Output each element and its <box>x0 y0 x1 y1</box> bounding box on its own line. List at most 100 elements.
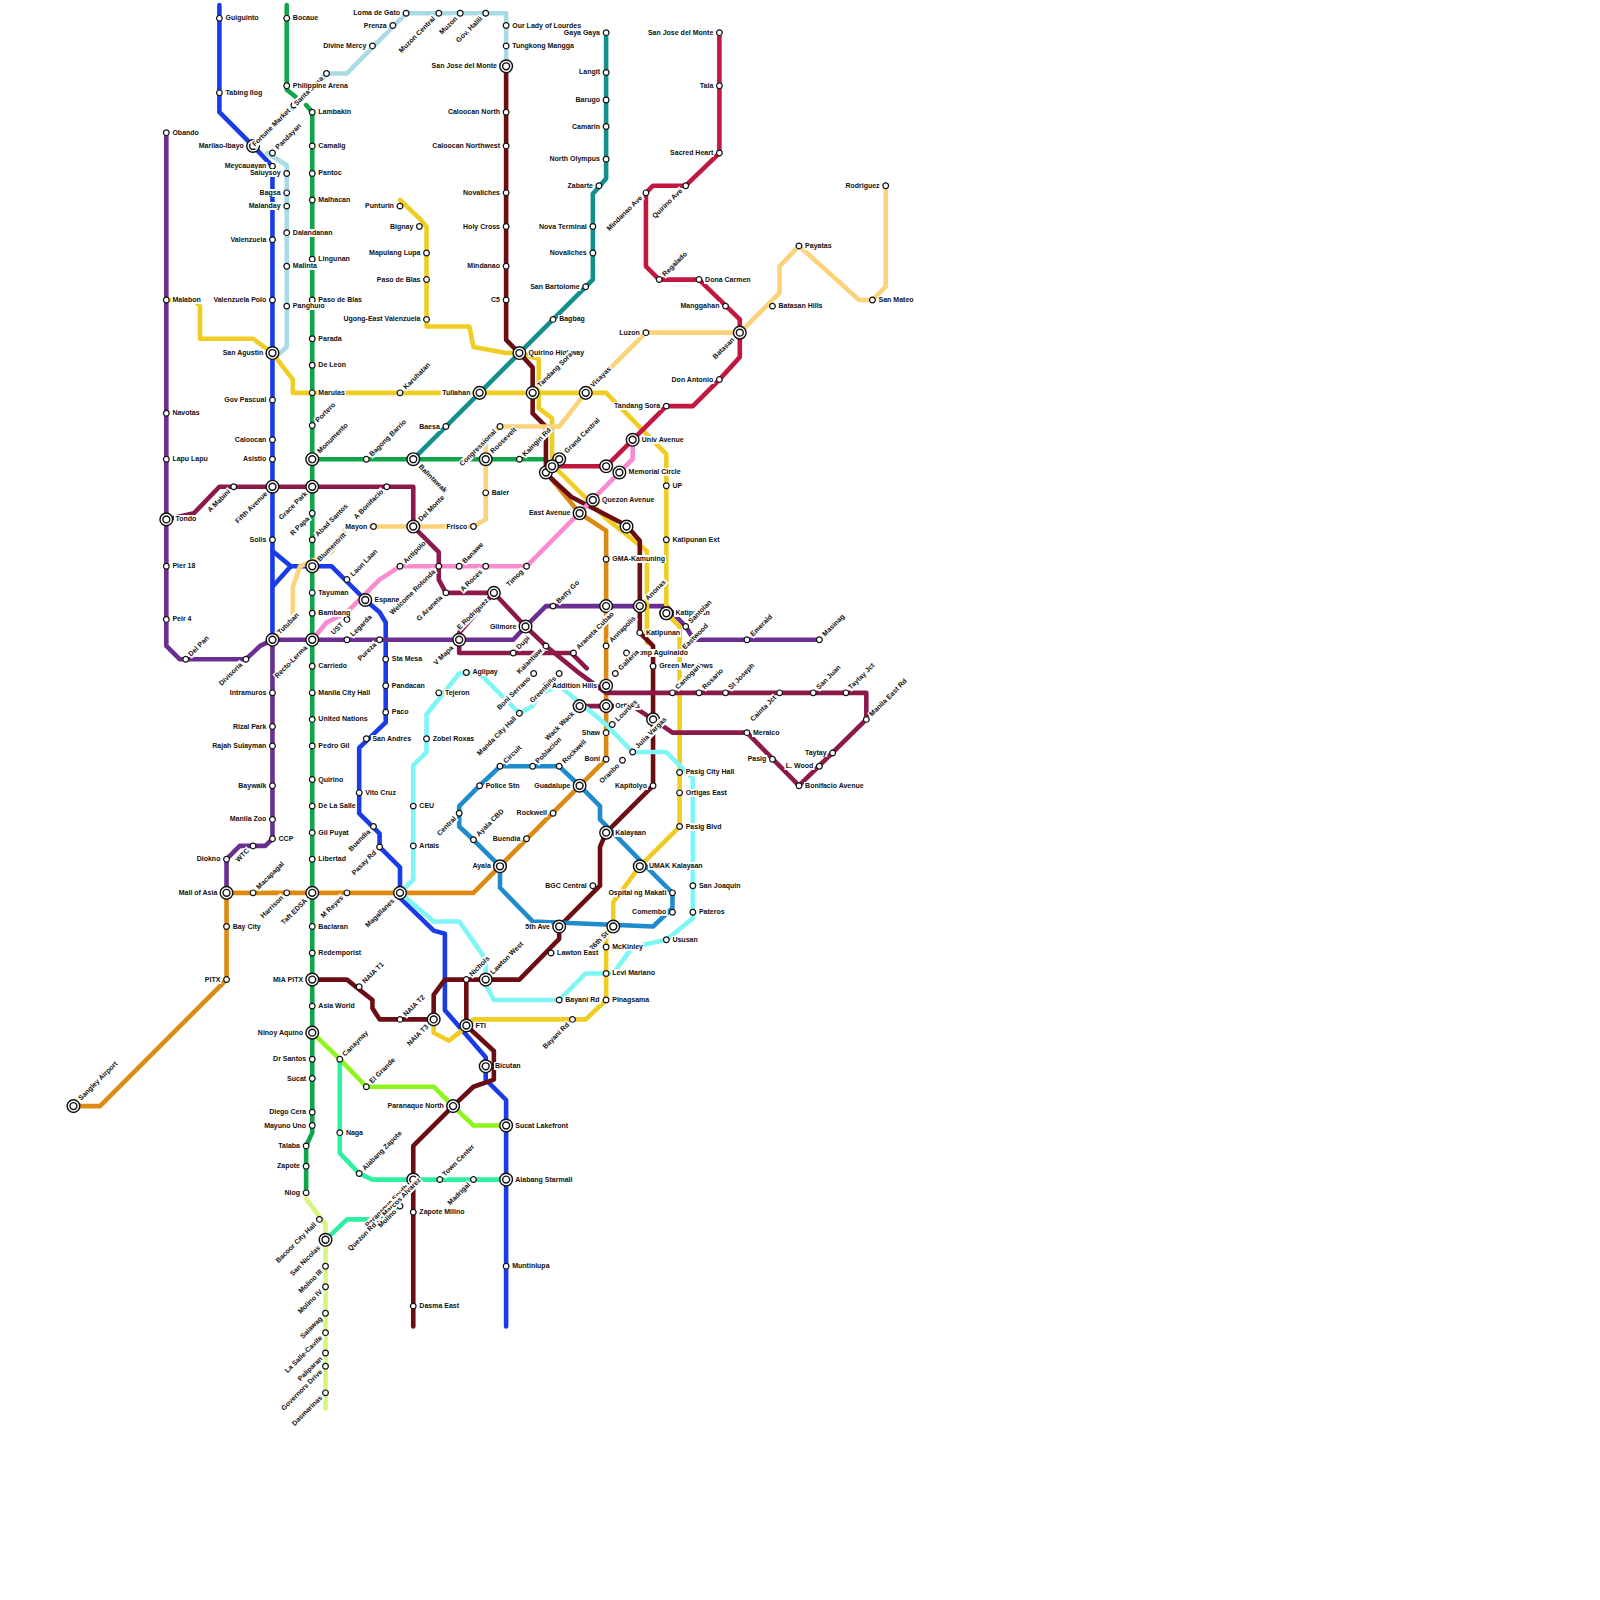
station-label: UP <box>671 482 683 490</box>
interchange-ring <box>616 469 623 476</box>
station-symbol <box>777 690 783 696</box>
transit-line <box>413 33 606 460</box>
station-label: Bonifacio Avenue <box>804 782 865 790</box>
station-dot <box>270 724 276 730</box>
station-dot <box>437 1177 443 1183</box>
station-dot <box>500 1119 513 1132</box>
station-label: UMAK Kalayaan <box>648 862 704 870</box>
interchange-ring <box>603 603 610 610</box>
station-symbol <box>447 1100 460 1113</box>
station-label: Pateros <box>698 908 726 916</box>
station-label: Mayuno Uno <box>263 1122 307 1130</box>
station-symbol <box>503 297 509 303</box>
station-dot <box>309 423 315 429</box>
station-symbol <box>306 1026 319 1039</box>
station-label: A Bonifacio <box>352 487 386 521</box>
station-label: El Grande <box>367 1056 397 1086</box>
station-dot <box>309 1003 315 1009</box>
station-symbol <box>479 1060 492 1073</box>
station-symbol <box>607 920 620 933</box>
station-symbol <box>309 1109 315 1115</box>
station-dot <box>266 347 279 360</box>
station-symbol <box>359 594 372 607</box>
station-symbol <box>270 437 276 443</box>
station-symbol <box>479 453 492 466</box>
station-label: Bayani Rd <box>540 1020 571 1051</box>
station-symbol <box>284 190 290 196</box>
station-label: Zapote <box>276 1162 301 1170</box>
station-dot <box>309 171 315 177</box>
station-label: Vito Cruz <box>364 789 397 797</box>
interchange-ring <box>556 923 563 930</box>
station-label: Malabon <box>171 296 201 304</box>
station-label: Malanday <box>248 202 282 210</box>
station-dot <box>309 1076 315 1082</box>
station-label: Kalayaan <box>614 829 647 837</box>
station-symbol <box>723 303 729 309</box>
station-dot <box>270 690 276 696</box>
station-label: McKinley <box>611 943 644 951</box>
station-dot <box>270 836 276 842</box>
station-dot <box>436 563 442 569</box>
station-dot <box>717 377 723 383</box>
station-dot <box>483 490 489 496</box>
station-symbol <box>603 97 609 103</box>
station-dot <box>683 183 689 189</box>
station-symbol <box>397 563 403 569</box>
station-dot <box>309 690 315 696</box>
station-dot <box>463 977 469 983</box>
station-dot <box>596 183 602 189</box>
station-symbol <box>284 263 290 269</box>
station-dot <box>427 1013 440 1026</box>
station-label: Portero <box>313 400 338 425</box>
station-label: Araneta Cubao <box>574 610 616 652</box>
station-dot <box>231 484 237 490</box>
station-label: Levi Mariano <box>611 969 656 977</box>
station-dot <box>587 494 600 507</box>
station-dot <box>337 1130 343 1136</box>
station-dot <box>843 690 849 696</box>
station-symbol <box>660 607 673 620</box>
station-symbol <box>270 836 276 842</box>
station-symbol <box>503 143 509 149</box>
station-symbol <box>660 607 673 620</box>
station-symbol <box>427 1013 440 1026</box>
station-dot <box>323 1390 329 1396</box>
station-dot <box>556 763 562 769</box>
interchange-ring <box>603 682 610 689</box>
station-label: Marilao-Ibayo <box>198 142 245 150</box>
station-label: Boni Serrano <box>495 674 533 712</box>
station-dot <box>677 790 683 796</box>
station-label: Naga <box>345 1129 364 1137</box>
station-symbol <box>266 633 279 646</box>
station-symbol <box>323 1310 329 1316</box>
station-label: NAIA T3 <box>405 1022 431 1048</box>
station-symbol <box>309 856 315 862</box>
station-symbol <box>517 710 523 716</box>
station-label: A Roces <box>458 567 485 594</box>
station-dot <box>344 890 350 896</box>
station-dot <box>220 887 233 900</box>
station-symbol <box>383 709 389 715</box>
station-label: Emerald <box>748 612 775 639</box>
station-dot <box>456 563 462 569</box>
station-symbol <box>550 603 556 609</box>
station-label: GMA-Kamuning <box>611 555 666 563</box>
station-dot <box>500 1173 513 1186</box>
station-label: Asistio <box>242 455 267 463</box>
station-symbol <box>309 610 315 616</box>
station-label: San Jose del Monte <box>647 29 714 37</box>
station-label: Cainta Jct <box>748 694 779 725</box>
station-symbol <box>503 263 509 269</box>
station-dot <box>407 453 420 466</box>
station-symbol <box>306 560 319 573</box>
station-dot <box>306 633 319 646</box>
station-label: Alabang Starmall <box>514 1176 573 1184</box>
station-symbol <box>377 637 383 643</box>
station-symbol <box>407 520 420 533</box>
station-dot <box>309 256 315 262</box>
station-label: Dalandanan <box>292 229 334 237</box>
station-dot <box>424 317 430 323</box>
station-label: Paso de Blas <box>317 296 363 304</box>
station-dot <box>471 837 477 843</box>
